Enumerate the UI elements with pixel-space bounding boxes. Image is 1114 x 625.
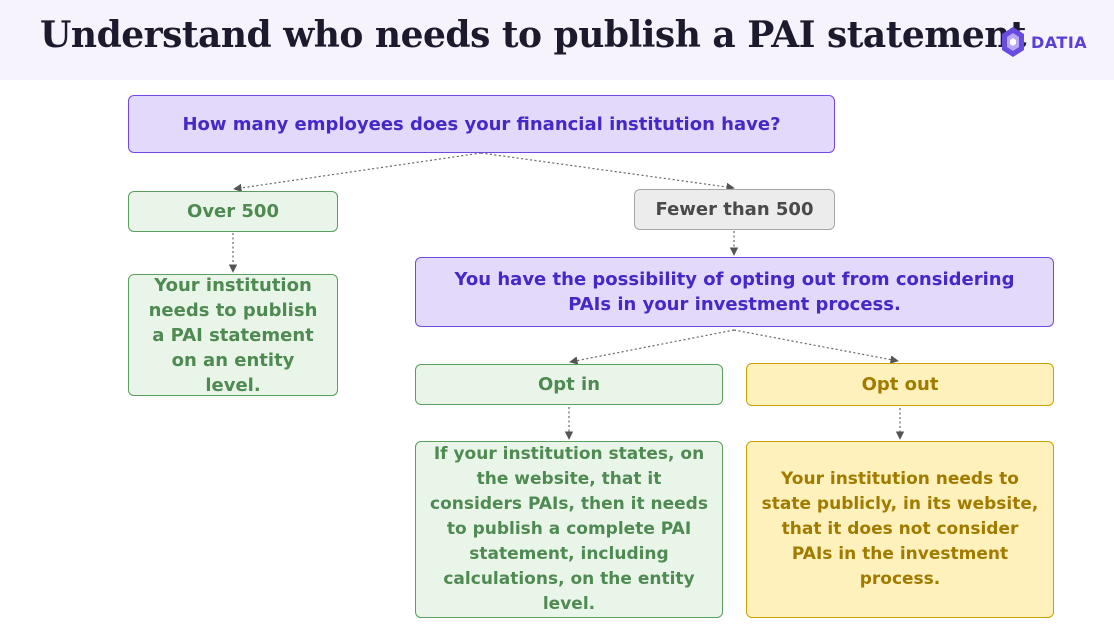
datia-logo-icon (1002, 27, 1024, 57)
fewer-than-500-box: Fewer than 500 (634, 189, 835, 230)
fewer-than-500-label: Fewer than 500 (655, 199, 814, 220)
opt-out-result-box: Your institution needs to state publicly… (746, 441, 1054, 618)
question-text: How many employees does your financial i… (182, 113, 781, 135)
over-500-result-box: Your institution needs to publish a PAI … (128, 274, 338, 396)
opt-out-label: Opt out (861, 374, 939, 395)
over-500-box: Over 500 (128, 191, 338, 232)
over-500-label: Over 500 (187, 201, 279, 222)
opt-out-box: Opt out (746, 363, 1054, 406)
arrow-question-to-over (233, 152, 482, 193)
page-title: Understand who needs to publish a PAI st… (40, 14, 1027, 56)
opt-in-result-box: If your institution states, on the websi… (415, 441, 723, 618)
arrow-question-to-fewer (480, 152, 735, 192)
opt-possibility-text: You have the possibility of opting out f… (454, 269, 1015, 315)
datia-logo: DATIA (999, 26, 1087, 58)
opt-possibility-box: You have the possibility of opting out f… (415, 257, 1054, 327)
logo-text: DATIA (1031, 32, 1088, 52)
opt-in-label: Opt in (537, 374, 601, 395)
question-box: How many employees does your financial i… (128, 95, 835, 153)
arrow-possibility-to-optin (569, 329, 735, 365)
opt-in-box: Opt in (415, 364, 723, 405)
header-bar: Understand who needs to publish a PAI st… (0, 0, 1114, 80)
opt-out-result-text: Your institution needs to state publicly… (761, 469, 1039, 589)
over-500-result-text: Your institution needs to publish a PAI … (148, 274, 318, 396)
opt-in-result-text: If your institution states, on the websi… (430, 444, 708, 614)
arrow-possibility-to-optout (733, 329, 899, 364)
